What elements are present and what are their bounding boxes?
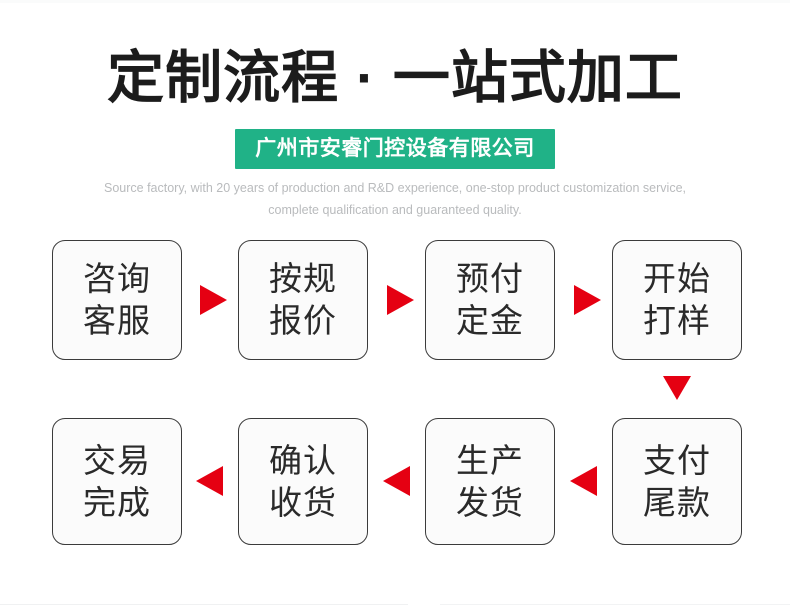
top-edge-tint [0, 0, 790, 3]
flow-step-line-2: 尾款 [643, 483, 711, 521]
page-title: 定制流程 · 一站式加工 [107, 46, 683, 110]
arrow-down-icon [663, 376, 691, 400]
flow-step-production-shipping[interactable]: 生产 发货 [425, 418, 555, 545]
flow-step-line-2: 完成 [83, 483, 151, 521]
flow-step-line-1: 开始 [643, 260, 711, 297]
flow-step-transaction-complete[interactable]: 交易 完成 [52, 418, 182, 545]
flow-step-pay-balance[interactable]: 支付 尾款 [612, 418, 742, 545]
flow-step-confirm-receipt[interactable]: 确认 收货 [238, 418, 368, 545]
bottom-divider-left [0, 604, 408, 605]
flow-step-prepay-deposit[interactable]: 预付 定金 [425, 240, 555, 360]
flow-step-line-1: 咨询 [83, 260, 151, 297]
flow-step-line-2: 报价 [269, 302, 337, 339]
flow-step-consult-service[interactable]: 咨询 客服 [52, 240, 182, 360]
arrow-left-icon [196, 466, 223, 496]
flow-step-line-1: 生产 [456, 441, 524, 479]
subtitle-text: Source factory, with 20 years of product… [103, 181, 686, 217]
arrow-left-icon [570, 466, 597, 496]
flow-step-line-2: 打样 [643, 302, 711, 339]
flow-step-line-1: 按规 [269, 260, 337, 297]
flow-step-line-1: 交易 [83, 441, 151, 479]
arrow-right-icon [387, 285, 414, 315]
flow-step-line-2: 发货 [456, 483, 524, 521]
arrow-right-icon [574, 285, 601, 315]
company-name-badge: 广州市安睿门控设备有限公司 [235, 129, 555, 169]
flow-step-line-1: 预付 [456, 260, 524, 297]
company-badge-row: 广州市安睿门控设备有限公司 [0, 129, 790, 169]
flow-step-line-2: 定金 [456, 302, 524, 339]
arrow-left-icon [383, 466, 410, 496]
flow-step-line-1: 确认 [269, 441, 337, 479]
flow-step-line-1: 支付 [643, 441, 711, 479]
flow-step-start-sampling[interactable]: 开始 打样 [612, 240, 742, 360]
flow-step-quote-by-spec[interactable]: 按规 报价 [238, 240, 368, 360]
flow-step-line-2: 客服 [83, 302, 151, 339]
bottom-divider-right [440, 604, 790, 605]
flow-step-line-2: 收货 [269, 483, 337, 521]
arrow-right-icon [200, 285, 227, 315]
